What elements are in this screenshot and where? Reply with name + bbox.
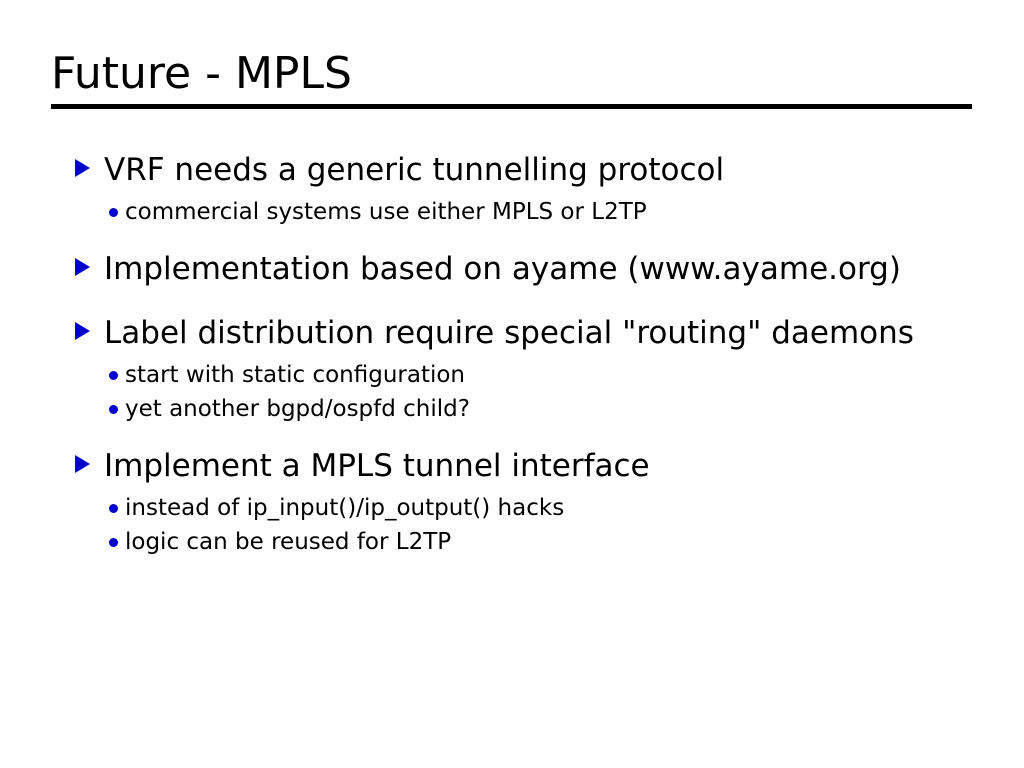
bullet-sublist: commercial systems use either MPLS or L2… bbox=[0, 195, 1024, 229]
round-bullet-icon bbox=[109, 208, 118, 217]
triangle-right-bullet-icon bbox=[75, 322, 90, 340]
triangle-right-bullet-icon bbox=[75, 455, 90, 473]
bullet-level1-label: Label distribution require special "rout… bbox=[104, 315, 914, 351]
page-title: Future - MPLS bbox=[51, 48, 352, 99]
round-bullet-icon bbox=[109, 504, 118, 513]
bullet-level2: yet another bgpd/ospfd child? bbox=[0, 392, 1024, 426]
slide-body: VRF needs a generic tunnelling protocol … bbox=[0, 146, 1024, 559]
bullet-level2: start with static configuration bbox=[0, 358, 1024, 392]
bullet-level1: Label distribution require special "rout… bbox=[0, 309, 1024, 357]
bullet-sublist: instead of ip_input()/ip_output() hacks … bbox=[0, 491, 1024, 559]
bullet-group: VRF needs a generic tunnelling protocol … bbox=[0, 146, 1024, 229]
bullet-level1: VRF needs a generic tunnelling protocol bbox=[0, 146, 1024, 194]
round-bullet-icon bbox=[109, 371, 118, 380]
bullet-level1: Implement a MPLS tunnel interface bbox=[0, 442, 1024, 490]
bullet-level2: commercial systems use either MPLS or L2… bbox=[0, 195, 1024, 229]
bullet-level1-label: Implementation based on ayame (www.ayame… bbox=[104, 251, 901, 287]
bullet-group: Implement a MPLS tunnel interface instea… bbox=[0, 442, 1024, 559]
bullet-level1-label: VRF needs a generic tunnelling protocol bbox=[104, 152, 725, 188]
bullet-level2-label: instead of ip_input()/ip_output() hacks bbox=[125, 495, 565, 521]
slide-title-block: Future - MPLS bbox=[51, 48, 972, 109]
round-bullet-icon bbox=[109, 405, 118, 414]
title-divider bbox=[51, 104, 972, 109]
bullet-level2-label: start with static configuration bbox=[125, 362, 466, 388]
bullet-level2: logic can be reused for L2TP bbox=[0, 525, 1024, 559]
round-bullet-icon bbox=[109, 538, 118, 547]
bullet-level1: Implementation based on ayame (www.ayame… bbox=[0, 245, 1024, 293]
bullet-level2: instead of ip_input()/ip_output() hacks bbox=[0, 491, 1024, 525]
bullet-group: Label distribution require special "rout… bbox=[0, 309, 1024, 426]
triangle-right-bullet-icon bbox=[75, 159, 90, 177]
bullet-level2-label: yet another bgpd/ospfd child? bbox=[125, 396, 470, 422]
triangle-right-bullet-icon bbox=[75, 258, 90, 276]
bullet-level2-label: logic can be reused for L2TP bbox=[125, 529, 452, 555]
bullet-level2-label: commercial systems use either MPLS or L2… bbox=[125, 199, 647, 225]
bullet-sublist: start with static configuration yet anot… bbox=[0, 358, 1024, 426]
bullet-group: Implementation based on ayame (www.ayame… bbox=[0, 245, 1024, 293]
bullet-level1-label: Implement a MPLS tunnel interface bbox=[104, 448, 650, 484]
